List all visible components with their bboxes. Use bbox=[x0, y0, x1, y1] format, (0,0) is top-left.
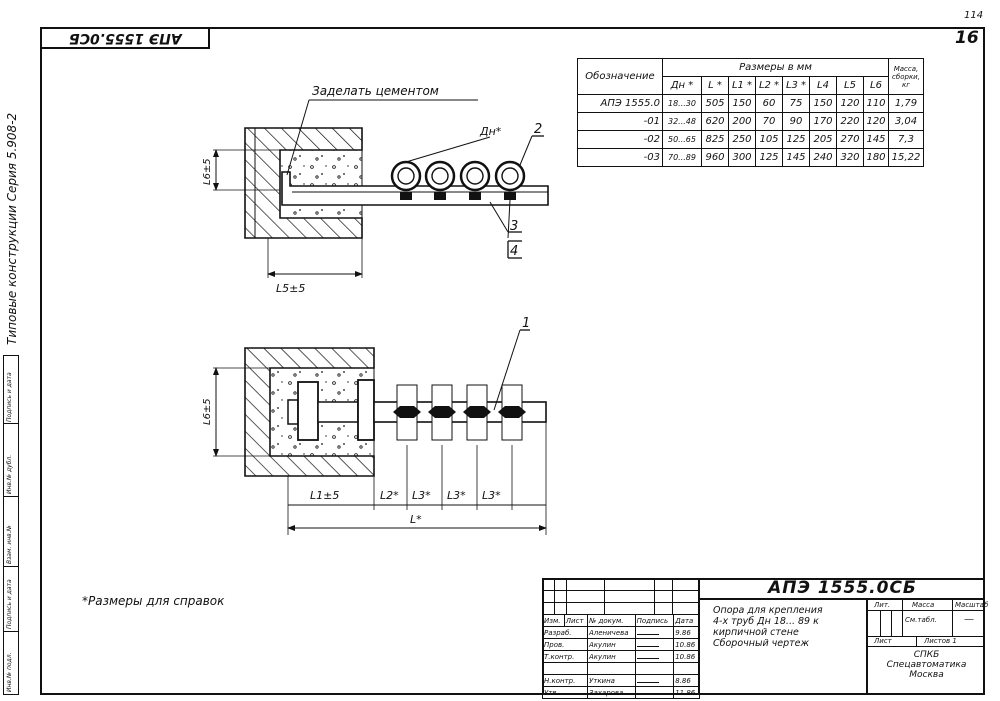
label-dn: Дн* bbox=[479, 125, 502, 138]
table-row: Н.контр. Уткина 8.86 bbox=[542, 674, 700, 687]
sheet-number: 16 bbox=[955, 28, 979, 48]
pipe-clamp bbox=[390, 160, 526, 200]
table-row: Разраб. Аленичева 9.86 bbox=[542, 626, 700, 639]
footnote: *Размеры для справок bbox=[82, 594, 225, 608]
pipe-section bbox=[393, 384, 526, 441]
dimensions-table: Обозначение Размеры в мм Масса, сборки, … bbox=[577, 58, 924, 167]
scale-value: — bbox=[964, 614, 974, 625]
table-row: Т.контр. Акулин 10.86 bbox=[542, 650, 700, 663]
lit-label: Лит. bbox=[874, 601, 891, 609]
front-view bbox=[213, 329, 547, 535]
label-l3: L3* bbox=[447, 489, 466, 502]
callout-2: 2 bbox=[534, 122, 542, 137]
side-stamp: Подпись и дата Инв.№ дубл. Взам. инв.№ П… bbox=[3, 355, 19, 695]
signature bbox=[634, 686, 675, 699]
label-l3: L3* bbox=[482, 489, 501, 502]
label-l6: L6±5 bbox=[202, 398, 213, 425]
drawing-title: Опора для крепления 4-х труб Дн 18... 89… bbox=[713, 605, 823, 649]
section-view bbox=[213, 99, 549, 278]
callout-1: 1 bbox=[522, 316, 530, 331]
label-l5: L5±5 bbox=[276, 282, 305, 295]
label-l3: L3* bbox=[412, 489, 431, 502]
org-name: СПКБ Спецавтоматика Москва bbox=[886, 650, 967, 680]
callout-4: 4 bbox=[510, 244, 518, 259]
signature bbox=[634, 638, 675, 651]
sheets-label: Листов 1 bbox=[924, 637, 957, 645]
sheet-label: Лист bbox=[874, 637, 892, 645]
label-l6: L6±5 bbox=[202, 158, 213, 185]
table-row: -02 50...65 825 250 105 125 205 270 145 … bbox=[577, 130, 924, 149]
mass-value: См.табл. bbox=[905, 616, 937, 624]
info-block: Лит. Масса Масштаб См.табл. — Лист Листо… bbox=[866, 600, 989, 695]
table-row bbox=[542, 662, 700, 675]
signature bbox=[634, 650, 675, 663]
scale-label: Масштаб bbox=[955, 601, 989, 609]
mirrored-code-box: АПЭ 1555.0СБ bbox=[40, 27, 210, 49]
table-row: Пров. Акулин 10.86 bbox=[542, 638, 700, 651]
col-designation: Обозначение bbox=[577, 58, 663, 95]
callout-3: 3 bbox=[510, 219, 518, 234]
corner-mark: 114 bbox=[964, 10, 984, 21]
table-row: -03 70...89 960 300 125 145 240 320 180 … bbox=[577, 148, 924, 167]
table-row: Утв. Захарова 11.86 bbox=[542, 686, 700, 699]
doc-code: АПЭ 1555.0СБ bbox=[768, 578, 917, 598]
note-cement: Заделать цементом bbox=[312, 84, 439, 98]
label-l: L* bbox=[410, 513, 422, 526]
col-mass: Масса, сборки, кг bbox=[888, 58, 924, 95]
signature bbox=[634, 674, 675, 687]
signatures-table: Изм. Лист № докум. Подпись Дата Разраб. … bbox=[542, 614, 700, 699]
mass-label: Масса bbox=[912, 601, 935, 609]
label-l2: L2* bbox=[380, 489, 399, 502]
signature bbox=[634, 626, 675, 639]
sheet-frame bbox=[40, 27, 985, 695]
label-l1: L1±5 bbox=[310, 489, 339, 502]
table-row: АПЭ 1555.0 18...30 505 150 60 75 150 120… bbox=[577, 94, 924, 113]
